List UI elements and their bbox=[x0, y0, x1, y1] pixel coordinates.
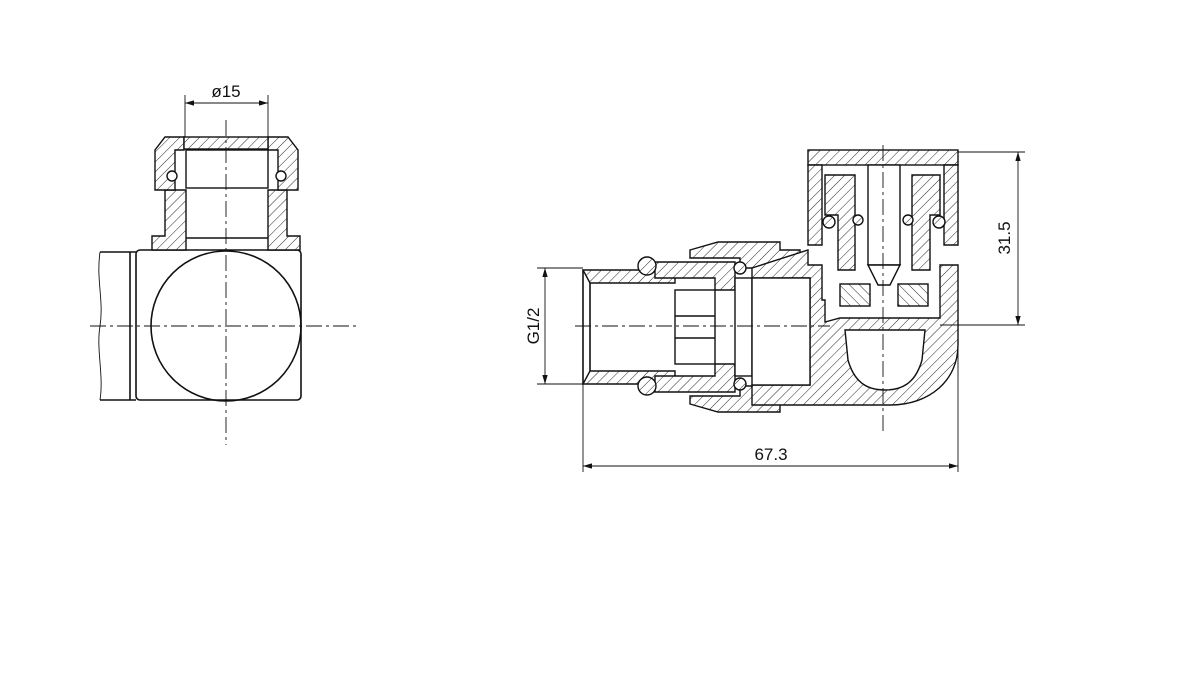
cap-right-wall bbox=[943, 164, 959, 246]
cap-left-wall bbox=[807, 164, 823, 246]
o-ring-left bbox=[166, 170, 178, 182]
nut-left-section bbox=[154, 136, 185, 191]
bonnet-right bbox=[911, 174, 941, 271]
union-nut-upper bbox=[654, 261, 736, 291]
o-ring-coupling-upper bbox=[733, 261, 747, 275]
o-ring-cap-right bbox=[932, 215, 946, 229]
length-label: 67.3 bbox=[754, 445, 787, 464]
union-nut-lower bbox=[654, 363, 736, 393]
section-view: 31.5 G1/2 67.3 bbox=[524, 145, 1025, 472]
body-bore bbox=[751, 277, 811, 386]
height-label: 31.5 bbox=[995, 221, 1014, 254]
thread-label: G1/2 bbox=[524, 308, 543, 345]
seal-ring-lower bbox=[637, 376, 657, 396]
o-ring-right bbox=[275, 170, 287, 182]
o-ring-stem-right bbox=[902, 214, 914, 226]
side-view: ø15 bbox=[90, 82, 358, 445]
seal-ring-upper bbox=[637, 256, 657, 276]
diameter-label: ø15 bbox=[211, 82, 240, 101]
valve-body bbox=[135, 249, 302, 401]
o-ring-stem-left bbox=[852, 214, 864, 226]
olive bbox=[734, 277, 753, 377]
valve-plug bbox=[844, 329, 926, 391]
nut-right-section bbox=[267, 136, 299, 191]
stem-tip bbox=[866, 264, 902, 286]
seal-disk-right bbox=[897, 283, 929, 307]
compression-ring bbox=[185, 149, 269, 189]
bonnet-left bbox=[824, 174, 856, 271]
neck-left-section bbox=[151, 189, 187, 251]
inner-tube bbox=[674, 289, 716, 365]
seal-disk-left bbox=[839, 283, 871, 307]
o-ring-cap-left bbox=[822, 215, 836, 229]
neck-right-section bbox=[267, 189, 301, 251]
o-ring-coupling-lower bbox=[733, 377, 747, 391]
stem bbox=[867, 164, 901, 266]
